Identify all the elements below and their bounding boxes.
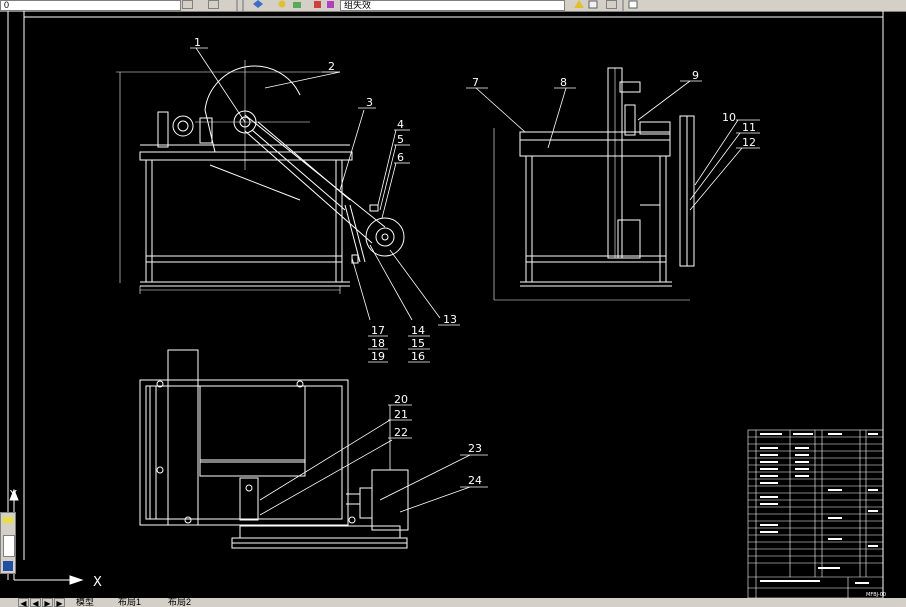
toolbar: 0 组失效 bbox=[0, 0, 906, 12]
tab-nav-prev-button[interactable]: ◀ bbox=[30, 598, 41, 607]
title-block-text-marks bbox=[760, 433, 878, 584]
palette-icon[interactable] bbox=[3, 517, 13, 523]
layer-dropdown-value: 0 bbox=[4, 0, 10, 10]
toolbar-dropdown-button[interactable] bbox=[606, 0, 617, 9]
part-label-22: 22 bbox=[394, 426, 408, 439]
toolbar-separator bbox=[236, 0, 238, 11]
part-label-9: 9 bbox=[692, 69, 699, 82]
color-swatch-icon[interactable] bbox=[313, 0, 323, 10]
tab-nav-next-button[interactable]: ▶ bbox=[42, 598, 53, 607]
drawing-code: MFBJ-00 bbox=[866, 592, 886, 598]
part-label-10: 10 bbox=[722, 111, 736, 124]
layer-dropdown-arrow-button[interactable] bbox=[182, 0, 193, 9]
part-label-18: 18 bbox=[371, 337, 385, 350]
leader-underlines bbox=[190, 47, 760, 488]
part-label-21: 21 bbox=[394, 408, 408, 421]
part-label-5: 5 bbox=[397, 133, 404, 146]
layer-previous-button[interactable] bbox=[208, 0, 219, 9]
toolbar-separator bbox=[242, 0, 244, 11]
tab-nav-first-button[interactable]: ◀ bbox=[18, 598, 29, 607]
plot-style-icon[interactable] bbox=[628, 0, 638, 10]
leader-lines bbox=[195, 47, 743, 516]
part-label-23: 23 bbox=[468, 442, 482, 455]
part-label-3: 3 bbox=[366, 96, 373, 109]
title-block bbox=[747, 429, 884, 598]
layer-dropdown[interactable]: 0 bbox=[0, 0, 181, 11]
toolbar-separator bbox=[622, 0, 624, 11]
freeze-icon[interactable] bbox=[277, 0, 287, 10]
part-label-8: 8 bbox=[560, 76, 567, 89]
layer-state-icon[interactable] bbox=[253, 0, 263, 10]
lock-icon[interactable] bbox=[292, 0, 302, 10]
part-label-11: 11 bbox=[742, 121, 756, 134]
part-label-4: 4 bbox=[397, 118, 404, 131]
part-label-17: 17 bbox=[371, 324, 385, 337]
make-current-icon[interactable] bbox=[574, 0, 584, 10]
part-label-12: 12 bbox=[742, 136, 756, 149]
layer-match-icon[interactable] bbox=[588, 0, 598, 10]
layout-tabs-bar: ◀ ◀ ▶ ▶ 模型 布局1 布局2 bbox=[0, 598, 906, 607]
part-label-2: 2 bbox=[328, 60, 335, 73]
palette-panel[interactable] bbox=[3, 535, 15, 557]
side-view bbox=[493, 67, 695, 301]
drawing-canvas[interactable]: 1 2 3 4 5 6 7 8 9 10 11 12 13 14 15 16 1… bbox=[0, 11, 906, 598]
part-label-19: 19 bbox=[371, 350, 385, 363]
tab-layout1[interactable]: 布局1 bbox=[118, 598, 142, 607]
part-labels: 1 2 3 4 5 6 7 8 9 10 11 12 13 14 15 16 1… bbox=[194, 36, 756, 487]
tool-palette-strip[interactable] bbox=[0, 512, 16, 574]
tab-layout2[interactable]: 布局2 bbox=[168, 598, 192, 607]
part-label-13: 13 bbox=[443, 313, 457, 326]
palette-expand-icon[interactable] bbox=[3, 561, 13, 571]
part-label-24: 24 bbox=[468, 474, 482, 487]
layer-name-field[interactable]: 组失效 bbox=[340, 0, 565, 11]
tab-model[interactable]: 模型 bbox=[76, 598, 95, 607]
part-label-15: 15 bbox=[411, 337, 425, 350]
layer-color-icon[interactable] bbox=[326, 0, 336, 10]
tab-nav-last-button[interactable]: ▶ bbox=[54, 598, 65, 607]
ucs-y-label: Y bbox=[9, 488, 17, 501]
ucs-icon bbox=[9, 488, 84, 585]
part-label-14: 14 bbox=[411, 324, 425, 337]
ucs-x-label: X bbox=[93, 575, 102, 590]
part-label-16: 16 bbox=[411, 350, 425, 363]
part-label-6: 6 bbox=[397, 151, 404, 164]
top-view bbox=[139, 349, 409, 549]
part-label-7: 7 bbox=[472, 76, 479, 89]
drawing-frame bbox=[7, 11, 884, 598]
part-label-20: 20 bbox=[394, 393, 408, 406]
part-label-1: 1 bbox=[194, 36, 201, 49]
front-view bbox=[116, 60, 405, 294]
layer-name-value: 组失效 bbox=[344, 0, 372, 10]
